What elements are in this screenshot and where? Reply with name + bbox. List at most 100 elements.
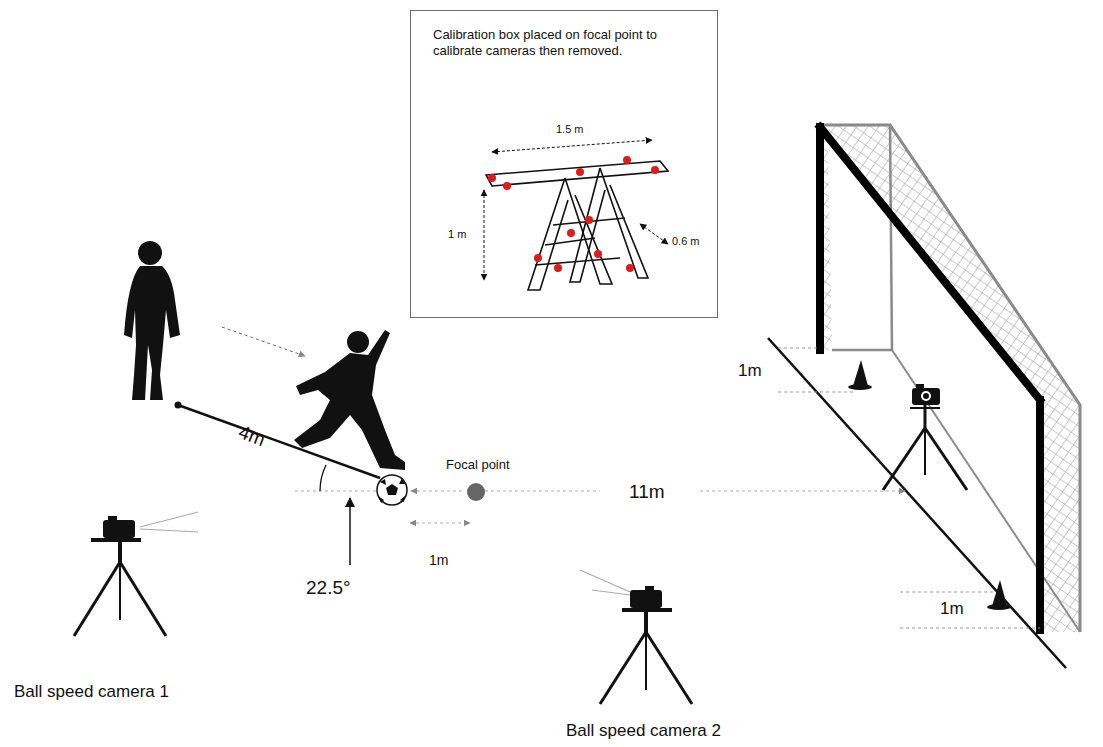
player-silhouette-part — [294, 330, 405, 470]
cone-part — [853, 360, 868, 386]
goal-net-part — [820, 125, 1080, 632]
angle-arc — [320, 465, 326, 491]
distance-label: 1m — [738, 362, 762, 379]
calibration-marker-part — [626, 264, 634, 272]
goal-frame — [820, 127, 1040, 630]
person-silhouette-part — [124, 266, 180, 400]
reference-line-part — [295, 491, 376, 492]
goal-net-part — [820, 125, 1080, 632]
goal-camera-part — [925, 428, 967, 490]
cone-part — [992, 580, 1007, 606]
goal-net-part — [892, 350, 1080, 632]
ball-speed-camera-part — [119, 562, 121, 620]
dimension-arrow-part — [492, 140, 652, 152]
focal-point-dot — [467, 483, 485, 501]
ball-speed-camera-part — [74, 562, 120, 636]
run-up-line — [178, 405, 380, 478]
dimension-arrow-part — [484, 190, 485, 280]
distance-label: 11m — [626, 482, 668, 501]
dimension-arrow — [484, 140, 668, 280]
calibration-marker-part — [623, 156, 631, 164]
calibration-marker-part — [594, 250, 602, 258]
angle-pointer — [349, 498, 351, 565]
calibration-marker-part — [567, 229, 575, 237]
calibration-marker-part — [554, 264, 562, 272]
ball-speed-camera-part — [120, 562, 166, 636]
football — [377, 475, 407, 505]
ball-speed-camera-part — [140, 529, 198, 532]
goal-camera-part — [916, 384, 924, 389]
distance-label: 4m — [236, 422, 267, 449]
camera-label: Ball speed camera 1 — [14, 683, 169, 700]
ball-speed-camera-part — [118, 540, 122, 565]
dimension-label: 1.5 m — [556, 124, 584, 135]
calibration-frame-part — [545, 238, 595, 245]
ball-speed-camera-part — [646, 632, 692, 704]
ball-speed-camera — [74, 512, 198, 636]
ball-speed-camera-part — [580, 570, 630, 592]
calibration-marker-part — [576, 168, 584, 176]
calibration-frame — [486, 161, 668, 290]
distance-label: 1m — [429, 553, 448, 567]
ball-speed-camera-part — [644, 610, 648, 635]
ball-speed-camera-part — [645, 586, 654, 591]
ball-speed-camera-part — [600, 632, 646, 704]
note-text: Calibration box placed on focal point to… — [433, 27, 669, 60]
ball-speed-camera-part — [108, 516, 117, 521]
calibration-marker-part — [651, 166, 659, 174]
start-mark — [175, 402, 182, 409]
calibration-marker-part — [534, 254, 542, 262]
goal-camera-part — [924, 428, 926, 475]
football-part — [386, 484, 398, 495]
goal-net-part — [820, 125, 832, 350]
person-silhouette-part — [138, 241, 162, 265]
goal-net — [820, 125, 1080, 632]
ball-speed-camera-part — [592, 590, 630, 595]
cone-part — [848, 384, 872, 390]
calibration-frame-part — [600, 168, 648, 278]
ball-speed-camera-part — [103, 520, 135, 538]
calibration-frame-part — [570, 168, 605, 282]
cone — [848, 360, 1011, 610]
goal-camera-part — [883, 428, 925, 490]
ball-speed-camera — [580, 570, 692, 704]
dimension-label: 1 m — [448, 229, 466, 240]
calibration-marker — [488, 156, 659, 272]
camera-label: Ball speed camera 2 — [566, 722, 721, 739]
ball-speed-camera-part — [91, 538, 141, 542]
movement-arrow — [222, 327, 305, 356]
person-silhouette — [124, 241, 180, 400]
reference-line-part — [411, 491, 465, 492]
dimension-guide — [778, 348, 1040, 628]
dimension-guide-part — [778, 348, 818, 349]
dimension-guide-part — [900, 592, 995, 593]
goal-camera-part — [912, 388, 940, 405]
reference-line-part — [410, 523, 470, 524]
goal-frame-part — [816, 127, 824, 350]
reference-line-part — [700, 491, 905, 492]
calibration-frame-part — [535, 258, 620, 265]
player-silhouette — [294, 330, 405, 470]
angle-label: 22.5° — [306, 578, 351, 597]
goal-camera-part — [910, 407, 940, 409]
inset-box: Calibration box placed on focal point to… — [410, 10, 718, 318]
ball-speed-camera-part — [630, 590, 662, 608]
player-silhouette-part — [347, 331, 369, 353]
calibration-frame-part — [486, 161, 668, 186]
football-part — [377, 475, 407, 505]
point-label: Focal point — [446, 458, 510, 471]
calibration-marker-part — [488, 174, 496, 182]
goal-camera-part — [923, 393, 929, 399]
goal-frame-part — [1036, 400, 1044, 630]
ball-speed-camera-part — [645, 632, 647, 690]
calibration-marker-part — [585, 216, 593, 224]
distance-label: 1m — [940, 600, 964, 617]
calibration-marker-part — [503, 182, 511, 190]
ball-speed-camera-part — [140, 512, 198, 527]
dimension-label: 0.6 m — [672, 236, 700, 247]
goal-camera-part — [921, 391, 931, 401]
dimension-guide-part — [778, 392, 855, 393]
dimension-arrow-part — [640, 224, 668, 244]
goal-frame-part — [820, 127, 1040, 400]
